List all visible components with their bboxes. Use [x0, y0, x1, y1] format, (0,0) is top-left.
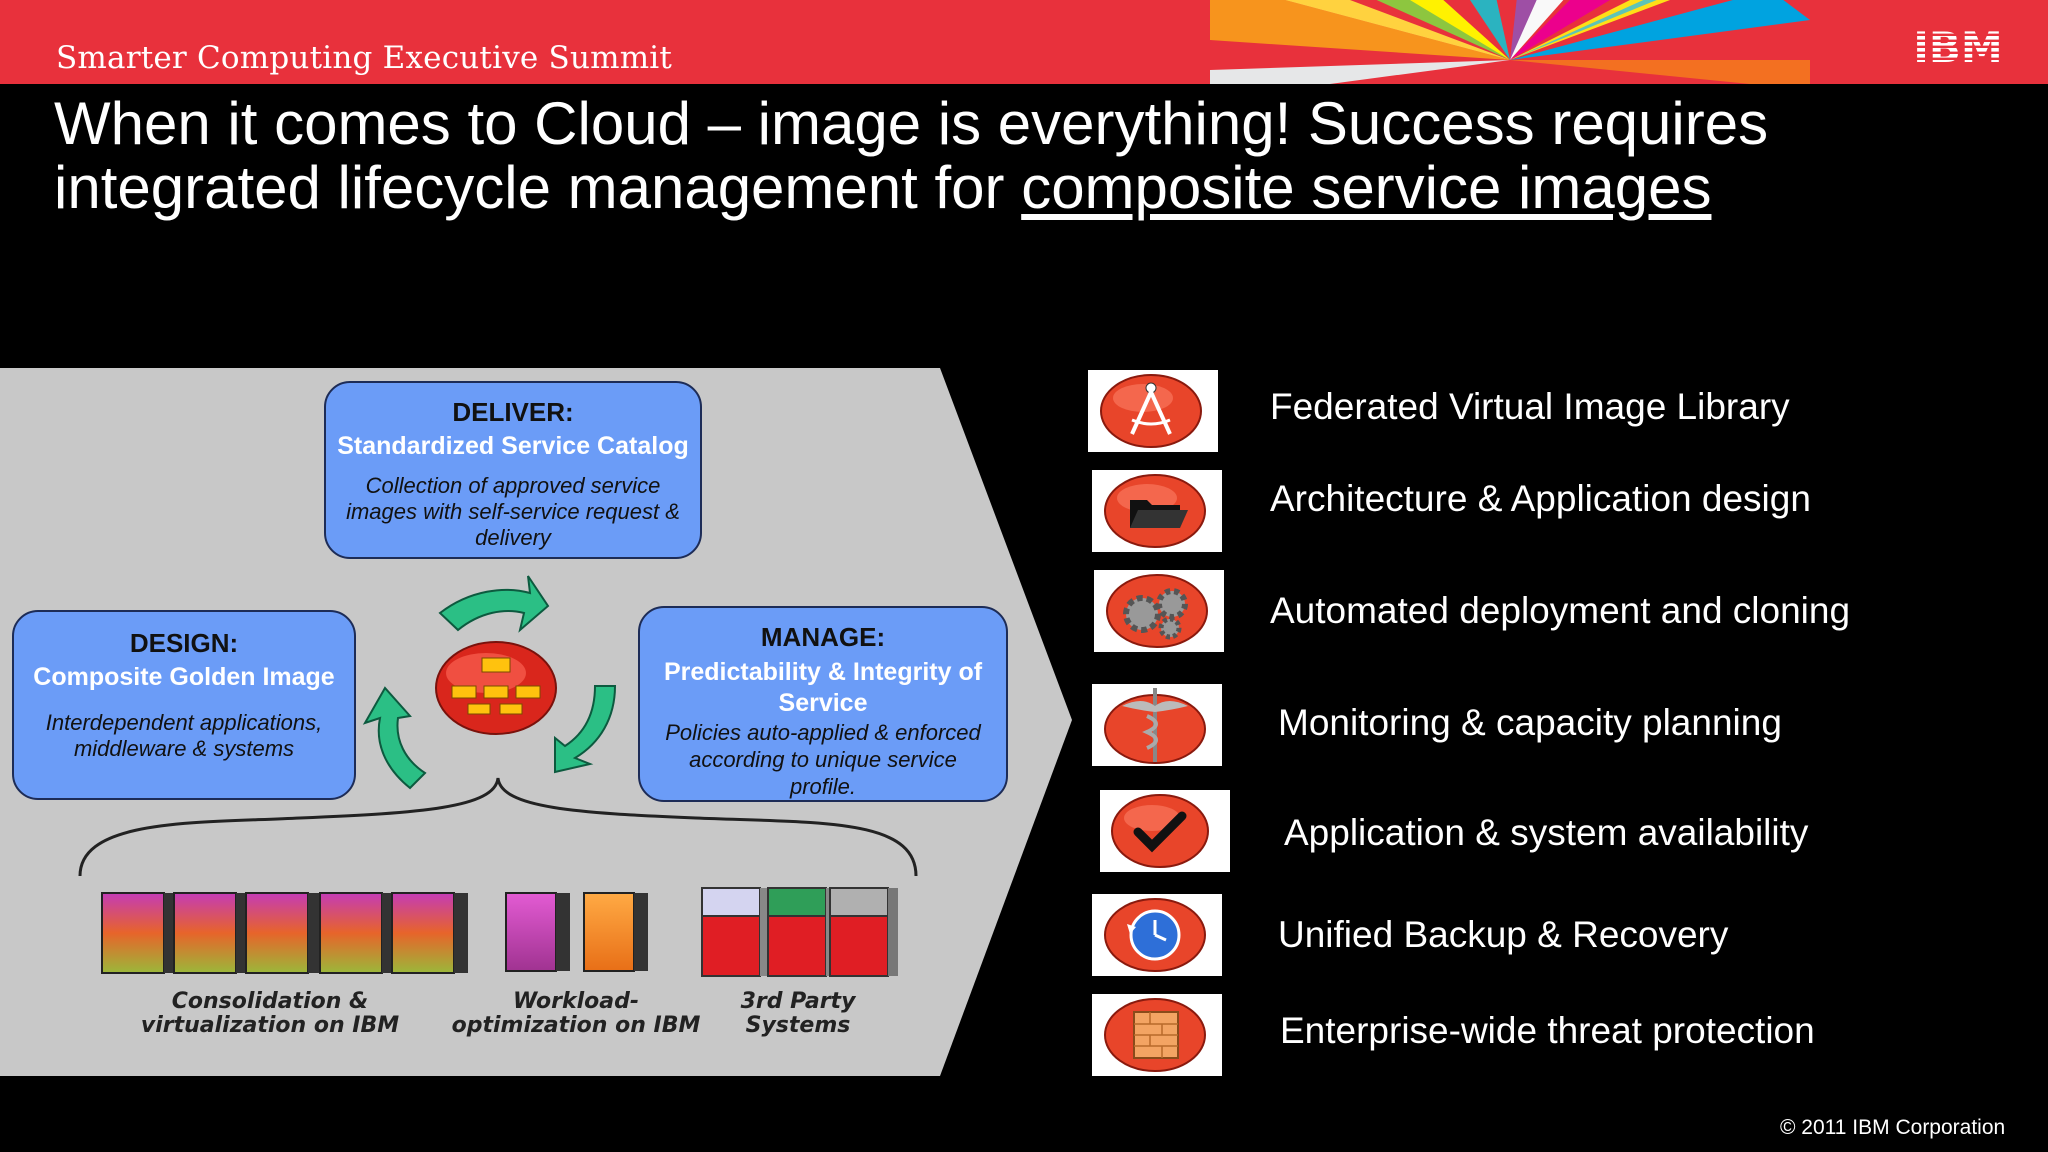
- checkmark-icon: [1100, 790, 1230, 872]
- compass-icon: [1088, 370, 1218, 452]
- event-title: Smarter Computing Executive Summit: [56, 40, 673, 76]
- consolidation-caption: Consolidation & virtualization on IBM: [120, 990, 420, 1038]
- header-bar: Smarter Computing Executive Summit IBM: [0, 0, 2048, 84]
- copyright: © 2011 IBM Corporation: [1780, 1116, 2006, 1139]
- third-party-caption: 3rd Party Systems: [718, 990, 878, 1038]
- design-box: DESIGN: Composite Golden Image Interdepe…: [12, 610, 356, 800]
- cycle-arrows-icon: [362, 575, 617, 790]
- workload-caption: Workload- optimization on IBM: [436, 990, 716, 1038]
- feature-label-backup: Unified Backup & Recovery: [1278, 914, 1729, 955]
- manage-box: MANAGE: Predictability & Integrity of Se…: [638, 606, 1008, 802]
- workload-caption-line2: optimization on IBM: [451, 1013, 701, 1038]
- consolidation-caption-line2: virtualization on IBM: [140, 1013, 400, 1038]
- deliver-description: Collection of approved service images wi…: [346, 473, 680, 550]
- slide-title: When it comes to Cloud – image is everyt…: [54, 92, 2014, 220]
- slide-title-emphasis: composite service images: [1021, 154, 1712, 221]
- feature-label-deployment: Automated deployment and cloning: [1270, 590, 1851, 631]
- lifecycle-panel: [0, 368, 1072, 1076]
- clock-refresh-icon: [1092, 894, 1222, 976]
- manage-description: Policies auto-applied & enforced accordi…: [665, 720, 981, 799]
- design-heading: DESIGN:: [129, 628, 239, 658]
- caduceus-icon: [1092, 684, 1222, 766]
- slide-title-text: When it comes to Cloud – image is everyt…: [54, 90, 1769, 221]
- feature-label-monitoring: Monitoring & capacity planning: [1278, 702, 1782, 743]
- design-description: Interdependent applications, middleware …: [45, 710, 323, 761]
- deliver-subheading: Standardized Service Catalog: [337, 432, 689, 460]
- svg-text:IBM: IBM: [1913, 24, 2002, 68]
- workload-caption-line1: Workload-: [512, 989, 640, 1014]
- feature-label-architecture: Architecture & Application design: [1270, 478, 1811, 519]
- third-party-caption-line2: Systems: [745, 1013, 851, 1038]
- service-catalog-icon: [435, 641, 557, 735]
- ibm-logo: IBM: [1904, 23, 2012, 72]
- color-burst-graphic: [1210, 0, 1810, 84]
- feature-label-image-library: Federated Virtual Image Library: [1270, 386, 1790, 427]
- manage-subheading: Predictability & Integrity of Service: [663, 658, 983, 717]
- grouping-brace: [78, 777, 918, 877]
- design-subheading: Composite Golden Image: [33, 663, 335, 691]
- deliver-heading: DELIVER:: [452, 397, 574, 427]
- firewall-icon: [1092, 994, 1222, 1076]
- gears-icon: [1094, 570, 1224, 652]
- third-party-servers-graphic: [701, 887, 898, 977]
- deliver-box: DELIVER: Standardized Service Catalog Co…: [324, 381, 702, 559]
- third-party-caption-line1: 3rd Party: [740, 989, 856, 1014]
- workload-servers-graphic: [505, 892, 648, 972]
- folder-icon: [1092, 470, 1222, 552]
- manage-heading: MANAGE:: [760, 622, 886, 652]
- feature-label-availability: Application & system availability: [1284, 812, 1809, 853]
- feature-label-threat-protection: Enterprise-wide threat protection: [1280, 1010, 1815, 1051]
- consolidation-caption-line1: Consolidation &: [171, 989, 369, 1014]
- consolidation-servers-graphic: [101, 892, 468, 974]
